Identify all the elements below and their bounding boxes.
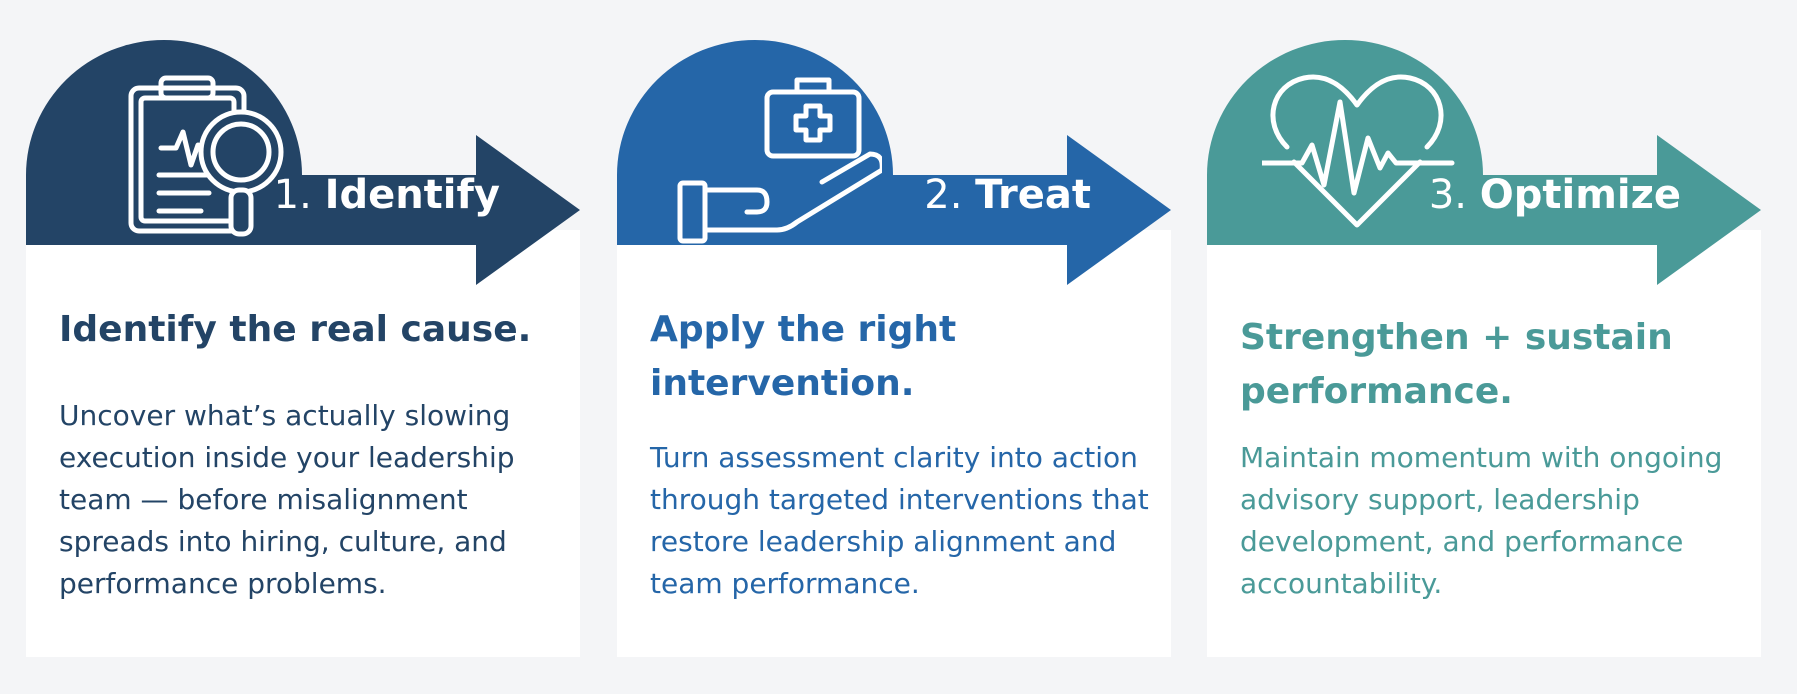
- step-name: Identify: [324, 172, 500, 218]
- step-number: 3.: [1428, 172, 1467, 218]
- step-description: Uncover what’s actually slowing executio…: [59, 399, 515, 600]
- step-card-treat: 2. Treat Apply the right intervention. T…: [617, 40, 1171, 657]
- clipboard-magnifier-icon: [128, 75, 284, 237]
- step-description: Maintain momentum with ongoing advisory …: [1240, 441, 1723, 600]
- step-card-body: [1207, 230, 1761, 657]
- step-banner-arrow: [1207, 40, 1761, 285]
- step-heading: Apply the right intervention.: [650, 309, 957, 404]
- step-card-body: [26, 230, 580, 657]
- step-card-body: [617, 230, 1171, 657]
- step-banner-arrow: [617, 40, 1171, 285]
- step-number: 1.: [273, 172, 312, 218]
- step-card-identify: 1. Identify Identify the real cause. Unc…: [26, 40, 580, 657]
- medical-kit-hand-icon: [677, 77, 882, 244]
- heartbeat-heart-icon: [1262, 74, 1455, 228]
- step-label: 3. Optimize: [1429, 175, 1681, 215]
- step-description: Turn assessment clarity into action thro…: [650, 441, 1149, 600]
- step-label: 1. Identify: [274, 175, 500, 215]
- step-card-optimize: 3. Optimize Strengthen + sustain perform…: [1207, 40, 1761, 657]
- step-name: Optimize: [1479, 172, 1681, 218]
- step-name: Treat: [975, 172, 1091, 218]
- step-number: 2.: [924, 172, 963, 218]
- step-heading: Identify the real cause.: [59, 309, 532, 350]
- step-label: 2. Treat: [924, 175, 1091, 215]
- step-heading: Strengthen + sustain performance.: [1240, 317, 1673, 412]
- step-banner-arrow: [26, 40, 580, 285]
